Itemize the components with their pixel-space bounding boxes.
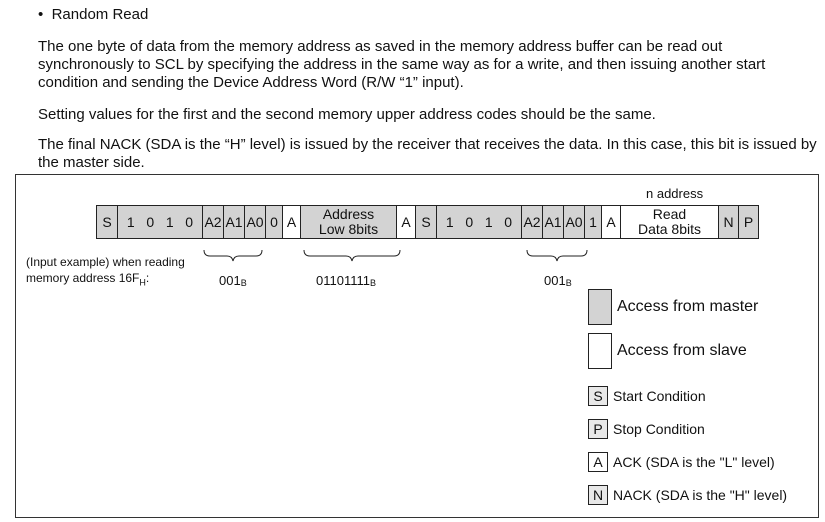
slave-swatch: [588, 333, 612, 369]
frame-cell: A: [282, 205, 301, 239]
legend-slave: Access from slave: [588, 333, 747, 369]
paragraph-final-nack: The final NACK (SDA is the “H” level) is…: [38, 136, 817, 171]
section-heading: • Random Read: [38, 6, 149, 23]
frame-cell: A0: [563, 205, 585, 239]
frame-cell: 1: [584, 205, 602, 239]
legend-stop: P Stop Condition: [588, 419, 705, 439]
frame-cell: S: [96, 205, 118, 239]
legend-master: Access from master: [588, 289, 758, 325]
legend-ack: A ACK (SDA is the "L" level): [588, 452, 775, 472]
start-symbol: S: [588, 386, 608, 406]
frame-cell: 1 0 1 0: [117, 205, 203, 239]
legend-start: S Start Condition: [588, 386, 706, 406]
paragraph-random-read: The one byte of data from the memory add…: [38, 38, 766, 91]
brace-label-001-second: 001B: [544, 273, 572, 288]
frame-cell: 1 0 1 0: [436, 205, 522, 239]
frame-cell: A: [396, 205, 416, 239]
legend-nack: N NACK (SDA is the "H" level): [588, 485, 787, 505]
bullet-dot: •: [38, 6, 52, 23]
n-address-label: n address: [646, 186, 704, 201]
frame-cell: A2: [521, 205, 543, 239]
brace-label-address-bits: 01101111B: [316, 273, 376, 288]
frame-cell: A0: [244, 205, 266, 239]
frame-cell: A: [601, 205, 621, 239]
paragraph-address-codes: Setting values for the first and the sec…: [38, 106, 656, 123]
master-swatch: [588, 289, 612, 325]
brace-device-address-2: [526, 249, 588, 262]
frame-cell: 0: [265, 205, 283, 239]
frame-cell: N: [718, 205, 739, 239]
frame-cell: P: [738, 205, 759, 239]
brace-device-address-1: [203, 249, 263, 262]
brace-label-001-first: 001B: [219, 273, 247, 288]
frame-cell: A2: [202, 205, 224, 239]
frame-cell: A1: [542, 205, 564, 239]
random-read-diagram: n address S 1 0 1 0 A2 A1 A0 0 A Address…: [15, 174, 819, 518]
brace-address-low: [303, 249, 401, 262]
frame-cell: S: [415, 205, 437, 239]
frame-cell: A1: [223, 205, 245, 239]
stop-symbol: P: [588, 419, 608, 439]
nack-symbol: N: [588, 485, 608, 505]
ack-symbol: A: [588, 452, 608, 472]
input-example-label: (Input example) when reading memory addr…: [26, 255, 185, 288]
